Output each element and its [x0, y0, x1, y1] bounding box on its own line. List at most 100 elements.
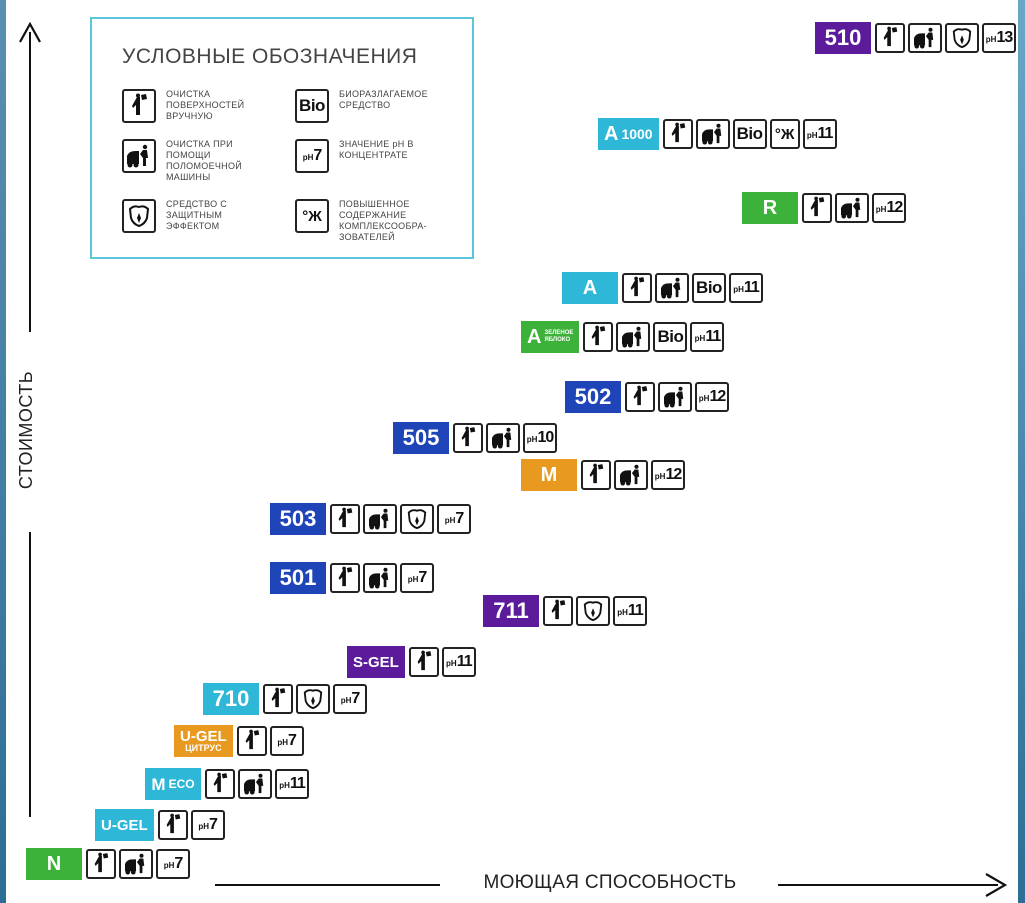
hand-cleaning-icon [662, 119, 693, 149]
ph-prefix: pH [277, 738, 289, 747]
hand-cleaning-icon [157, 810, 188, 840]
product-name: M [151, 774, 166, 794]
protection-icon [576, 596, 610, 626]
hardness-icon: °Ж [769, 119, 800, 149]
legend-text: ПОВЫШЕННОЕ СОДЕРЖАНИЕ КОМПЛЕКСООБРА-ЗОВА… [339, 199, 427, 242]
product-name: 711 [493, 598, 529, 623]
product-badge: 502 [565, 381, 621, 413]
legend-item-bio: Bio БИОРАЗЛАГАЕМОЕ СРЕДСТВО [295, 89, 451, 123]
bio-icon: Bio [295, 89, 329, 123]
hand-cleaning-icon [453, 423, 483, 453]
ph-prefix: pH [198, 822, 210, 831]
product-badge: 505 [393, 422, 449, 454]
machine-cleaning-icon [614, 460, 648, 490]
y-axis-arrow-icon [19, 22, 41, 43]
product-badge: 503 [270, 503, 326, 535]
product-name-sub-line: ЯБЛОКО [544, 337, 571, 343]
machine-cleaning-icon [119, 849, 153, 879]
ph-value: 13 [996, 29, 1013, 46]
y-axis-label: СТОИМОСТЬ [16, 370, 36, 490]
product-name-sub-line: ЗЕЛЕНОЕ [544, 330, 574, 336]
hardness-icon-text: °Ж [302, 207, 322, 225]
y-axis-line-top [29, 32, 31, 332]
ph-value: 11 [456, 653, 473, 670]
machine-cleaning-icon [363, 563, 397, 593]
bio-icon: Bio [732, 119, 767, 149]
product-name: A [582, 277, 598, 299]
product-name: U-GEL [101, 816, 148, 834]
product-name: A [527, 326, 542, 348]
ph-value: 10 [537, 429, 554, 446]
protection-icon [122, 199, 156, 233]
ph-value: 7 [418, 569, 427, 586]
product-name: A [604, 123, 619, 145]
hand-cleaning-icon [330, 504, 360, 534]
legend-text: ОЧИСТКА ПОВЕРХНОСТЕЙ ВРУЧНУЮ [166, 89, 245, 121]
window-frame-left [0, 0, 6, 903]
y-axis-line-bottom [29, 532, 31, 817]
hand-cleaning-icon [583, 322, 614, 352]
ph-value: 11 [705, 328, 721, 345]
machine-cleaning-icon [658, 382, 692, 412]
legend-text: ОЧИСТКА ПРИ ПОМОЩИ ПОЛОМОЕЧНОЙ МАШИНЫ [166, 139, 243, 182]
ph-prefix: pH [733, 285, 744, 294]
ph-value: 11 [817, 125, 833, 142]
product-badge: R [742, 192, 798, 224]
machine-cleaning-icon [695, 119, 730, 149]
product-badge: M [521, 459, 577, 491]
ph-prefix: pH [444, 516, 456, 525]
bio-icon: Bio [653, 322, 688, 352]
bio-icon-text: Bio [657, 327, 684, 346]
ph-value: 11 [289, 775, 306, 792]
hand-cleaning-icon [543, 596, 573, 626]
hardness-icon: °Ж [295, 199, 329, 233]
product-badge: N [26, 848, 82, 880]
bio-icon: Bio [692, 273, 726, 303]
x-axis-label: МОЮЩАЯ СПОСОБНОСТЬ [483, 872, 737, 893]
ph-value: 7 [313, 147, 322, 164]
product-name-suffix: 1000 [621, 126, 653, 142]
hand-cleaning-icon [625, 382, 655, 412]
legend-item-protection: СРЕДСТВО С ЗАЩИТНЫМ ЭФФЕКТОМ [122, 199, 278, 233]
product-name: 502 [574, 384, 612, 409]
product-badge: A [562, 272, 618, 304]
ph-prefix: pH [875, 205, 887, 214]
product-name-sub: ЦИТРУС [185, 742, 222, 753]
product-name: 503 [279, 506, 317, 531]
bio-icon-text: Bio [736, 124, 763, 143]
product-name: 510 [824, 25, 862, 50]
product-badge: 501 [270, 562, 326, 594]
product-name: S-GEL [353, 653, 399, 671]
